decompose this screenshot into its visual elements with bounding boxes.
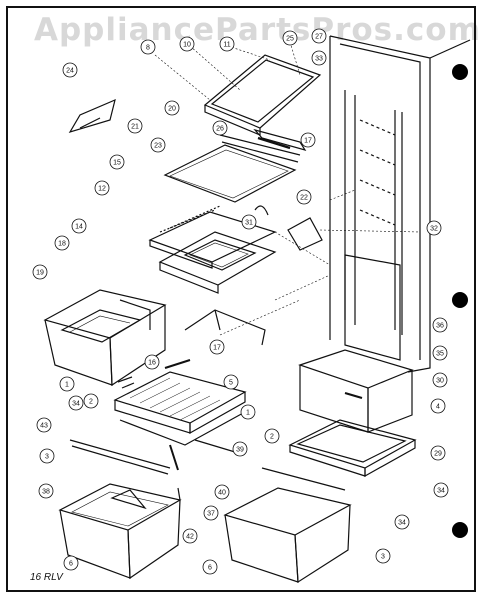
callout-31: 31 xyxy=(245,220,253,227)
callout-20: 20 xyxy=(168,106,176,113)
callout-4: 4 xyxy=(436,404,440,411)
callout-leaders xyxy=(154,41,421,336)
callout-36: 36 xyxy=(436,323,444,330)
callout-25: 25 xyxy=(286,36,294,43)
crisper-tray xyxy=(158,231,277,294)
right-crisper-pan xyxy=(223,467,352,584)
callout-2-right: 2 xyxy=(270,434,274,441)
callout-34-bottom: 34 xyxy=(398,520,406,527)
callout-1-left: 1 xyxy=(65,382,69,389)
callout-1-right: 1 xyxy=(246,410,250,417)
callout-37: 37 xyxy=(207,511,215,518)
callout-6-left: 6 xyxy=(69,561,73,568)
binder-hole-top xyxy=(452,64,468,80)
callout-29: 29 xyxy=(434,451,442,458)
upper-glass-shelf xyxy=(203,54,322,151)
binder-hole-bottom xyxy=(452,522,468,538)
binder-hole-middle xyxy=(452,292,468,308)
callout-3-right: 3 xyxy=(381,554,385,561)
shelf-bracket xyxy=(184,309,266,346)
callout-23: 23 xyxy=(154,143,162,150)
callout-2-left: 2 xyxy=(89,399,93,406)
callout-32: 32 xyxy=(430,226,438,233)
callout-12: 12 xyxy=(98,186,106,193)
left-drawer xyxy=(43,289,167,387)
callout-24: 24 xyxy=(66,68,74,75)
callout-labels: 24 8 10 11 25 27 33 26 17 20 21 23 15 22… xyxy=(32,28,449,575)
callout-18: 18 xyxy=(58,241,66,248)
small-parts xyxy=(68,98,323,501)
callout-33: 33 xyxy=(315,56,323,63)
callout-19: 19 xyxy=(36,270,44,277)
callout-17-upper: 17 xyxy=(304,138,312,145)
callout-28: 26 xyxy=(216,126,224,133)
crisper-glass-cover xyxy=(113,371,247,446)
callout-21: 21 xyxy=(131,124,139,131)
callout-17-lower: 17 xyxy=(213,345,221,352)
footer-code: 16 RLV xyxy=(30,572,63,583)
middle-glass-shelf xyxy=(163,144,297,203)
callout-10: 10 xyxy=(183,42,191,49)
shelf-frame xyxy=(219,134,301,163)
callout-6-right: 6 xyxy=(208,565,212,572)
watermark-text: AppliancePartsPros.com xyxy=(34,12,481,48)
callout-16: 16 xyxy=(148,360,156,367)
callout-38: 38 xyxy=(42,489,50,496)
callout-27: 27 xyxy=(315,34,323,41)
drawer-slides-left xyxy=(69,439,236,475)
callout-22: 22 xyxy=(300,195,308,202)
right-drawer-frame xyxy=(288,419,417,478)
callout-14: 14 xyxy=(75,224,83,231)
callout-5: 5 xyxy=(229,380,233,387)
callout-30: 30 xyxy=(436,378,444,385)
callout-3-left: 3 xyxy=(45,454,49,461)
callout-34-right: 34 xyxy=(437,488,445,495)
cabinet-liner xyxy=(329,35,471,373)
callout-34-left: 34 xyxy=(72,401,80,408)
callout-39: 39 xyxy=(236,447,244,454)
callout-43: 43 xyxy=(40,423,48,430)
callout-15: 15 xyxy=(113,160,121,167)
page-border xyxy=(6,6,476,592)
callout-40: 40 xyxy=(218,490,226,497)
callout-8: 8 xyxy=(146,45,150,52)
callout-35: 35 xyxy=(436,351,444,358)
callout-42: 42 xyxy=(186,534,194,541)
right-drawer-box xyxy=(298,349,414,433)
callout-11: 11 xyxy=(223,42,230,49)
